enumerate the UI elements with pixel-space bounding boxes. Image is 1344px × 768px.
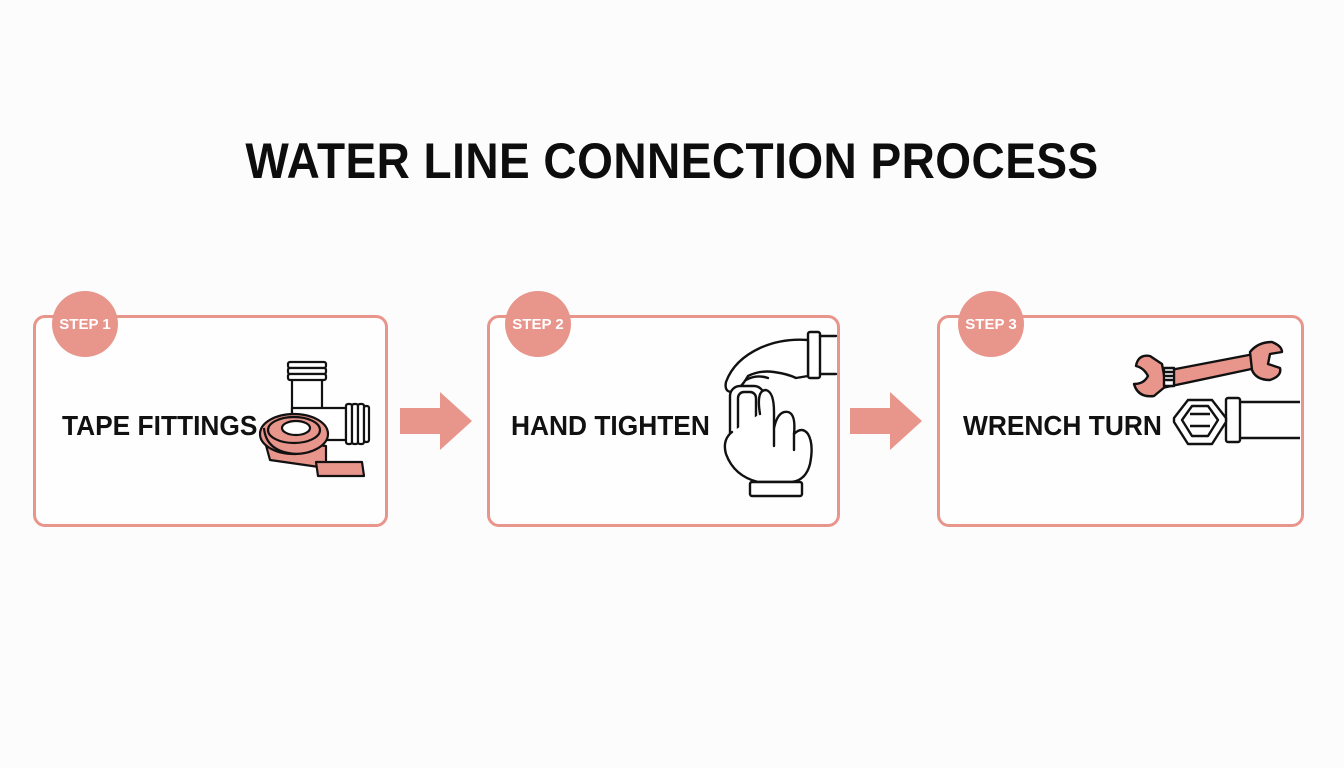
step-1-badge: STEP 1 [52,291,118,357]
step-2-label: HAND TIGHTEN [511,410,710,441]
tape-and-fittings-icon [258,360,371,478]
wrench-turn-icon [1132,340,1300,446]
step-3-label: WRENCH TURN [963,410,1162,441]
step-3-badge: STEP 3 [958,291,1024,357]
arrow-right-icon [850,392,922,450]
step-1-label: TAPE FITTINGS [62,410,258,441]
arrow-right-icon [400,392,472,450]
page-title: WATER LINE CONNECTION PROCESS [245,133,1099,189]
hand-tighten-icon [723,330,838,498]
step-2-badge: STEP 2 [505,291,571,357]
